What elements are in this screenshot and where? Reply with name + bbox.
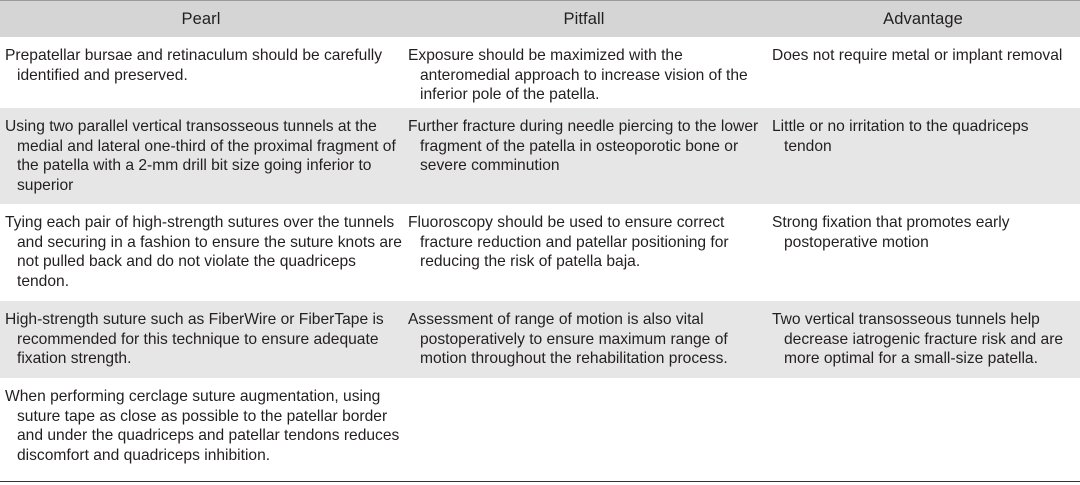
pitfall-cell: Assessment of range of motion is also vi… [408, 311, 728, 368]
header-pearl: Pearl [181, 9, 221, 28]
header-pitfall: Pitfall [563, 9, 605, 28]
advantage-cell [766, 378, 1080, 479]
pitfall-cell: Fluoroscopy should be used to ensure cor… [408, 214, 729, 271]
advantage-cell: Two vertical transosseous tunnels help d… [772, 311, 1064, 368]
table-header: Pearl Pitfall Advantage [0, 0, 1080, 37]
table-row: Tying each pair of high-strength sutures… [0, 204, 1080, 301]
pearl-cell: When performing cerclage suture augmenta… [5, 388, 400, 464]
advantage-cell: Does not require metal or implant remova… [772, 47, 1063, 64]
pearl-cell: High-strength suture such as FiberWire o… [5, 311, 384, 368]
table-row: Using two parallel vertical transosseous… [0, 108, 1080, 204]
pitfall-cell: Exposure should be maximized with the an… [408, 47, 748, 104]
table-row: When performing cerclage suture augmenta… [0, 378, 1080, 479]
pearl-cell: Tying each pair of high-strength sutures… [5, 214, 402, 290]
pearl-cell: Using two parallel vertical transosseous… [5, 118, 396, 194]
pitfall-cell [402, 378, 766, 479]
table-bottom-rule [0, 481, 1080, 482]
header-advantage: Advantage [883, 9, 963, 28]
pitfall-cell: Further fracture during needle piercing … [408, 118, 759, 175]
table-row: High-strength suture such as FiberWire o… [0, 301, 1080, 378]
pearl-cell: Prepatellar bursae and retinaculum shoul… [5, 47, 383, 84]
table-row: Prepatellar bursae and retinaculum shoul… [0, 37, 1080, 108]
advantage-cell: Little or no irritation to the quadricep… [772, 118, 1029, 155]
advantage-cell: Strong fixation that promotes early post… [772, 214, 1010, 251]
